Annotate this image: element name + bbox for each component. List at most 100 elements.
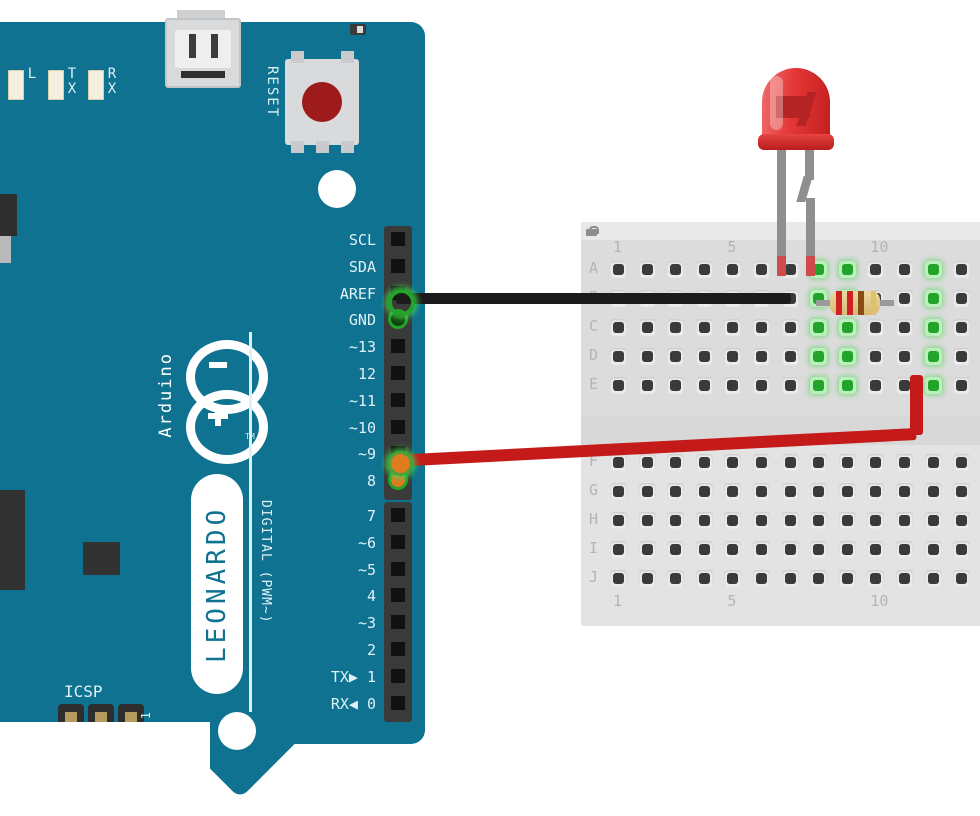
pin-hole-12[interactable] xyxy=(391,366,405,380)
breadboard-hole-g3[interactable] xyxy=(667,483,685,500)
pin-hole-sda[interactable] xyxy=(391,258,405,273)
breadboard-hole-g11[interactable] xyxy=(896,483,913,500)
breadboard-hole-j8[interactable] xyxy=(810,570,828,587)
breadboard-hole-j2[interactable] xyxy=(638,570,656,587)
breadboard-hole-c11[interactable] xyxy=(896,319,913,336)
breadboard-hole-c9[interactable] xyxy=(838,319,856,336)
breadboard-hole-g4[interactable] xyxy=(695,483,713,500)
pin-hole-3[interactable] xyxy=(391,615,405,630)
breadboard-hole-c3[interactable] xyxy=(667,319,685,336)
breadboard-hole-g5[interactable] xyxy=(724,483,742,500)
breadboard-hole-i4[interactable] xyxy=(695,541,713,558)
breadboard-hole-f8[interactable] xyxy=(810,454,828,471)
breadboard-hole-c4[interactable] xyxy=(695,319,713,336)
pin-hole-8[interactable] xyxy=(391,473,405,488)
breadboard-hole-h6[interactable] xyxy=(753,512,770,529)
ground-wire[interactable] xyxy=(396,293,791,304)
breadboard-hole-f6[interactable] xyxy=(753,454,770,471)
breadboard-hole-i6[interactable] xyxy=(753,541,770,558)
breadboard-hole-d7[interactable] xyxy=(781,348,799,365)
breadboard-hole-j13[interactable] xyxy=(953,570,971,587)
breadboard-hole-g1[interactable] xyxy=(610,483,627,500)
breadboard-hole-b12[interactable] xyxy=(924,290,942,307)
breadboard-hole-h10[interactable] xyxy=(867,512,885,529)
breadboard-hole-e12[interactable] xyxy=(924,377,942,394)
pin-hole-5[interactable] xyxy=(391,561,405,576)
breadboard-hole-h11[interactable] xyxy=(896,512,913,529)
breadboard-hole-g7[interactable] xyxy=(781,483,799,500)
pin-hole-13[interactable] xyxy=(391,339,405,354)
breadboard-hole-d4[interactable] xyxy=(695,348,713,365)
breadboard-hole-i11[interactable] xyxy=(896,541,913,558)
breadboard-hole-d2[interactable] xyxy=(638,348,656,365)
pin-hole-4[interactable] xyxy=(391,588,405,603)
signal-wire-riser[interactable] xyxy=(910,375,923,435)
breadboard-hole-e8[interactable] xyxy=(810,377,828,394)
breadboard-hole-i3[interactable] xyxy=(667,541,685,558)
breadboard-hole-f10[interactable] xyxy=(867,454,885,471)
breadboard-hole-h5[interactable] xyxy=(724,512,742,529)
breadboard-hole-d8[interactable] xyxy=(810,348,828,365)
breadboard-hole-a13[interactable] xyxy=(953,261,971,278)
breadboard-hole-e3[interactable] xyxy=(667,377,685,394)
pin-hole-rx0[interactable] xyxy=(391,695,405,710)
breadboard-hole-f4[interactable] xyxy=(695,454,713,471)
breadboard-hole-h1[interactable] xyxy=(610,512,627,529)
breadboard-hole-f5[interactable] xyxy=(724,454,742,471)
breadboard-hole-b11[interactable] xyxy=(896,290,913,307)
reset-button-cap[interactable] xyxy=(302,82,342,122)
breadboard-hole-d12[interactable] xyxy=(924,348,942,365)
red-led[interactable] xyxy=(758,68,834,158)
pin-hole-scl[interactable] xyxy=(391,232,405,246)
breadboard-hole-i12[interactable] xyxy=(924,541,942,558)
breadboard-hole-d5[interactable] xyxy=(724,348,742,365)
breadboard-hole-g6[interactable] xyxy=(753,483,770,500)
breadboard-hole-e9[interactable] xyxy=(838,377,856,394)
breadboard-hole-b13[interactable] xyxy=(953,290,971,307)
resistor-220-ohm[interactable] xyxy=(816,291,894,315)
breadboard-hole-a3[interactable] xyxy=(667,261,685,278)
breadboard-hole-c2[interactable] xyxy=(638,319,656,336)
breadboard-hole-a4[interactable] xyxy=(695,261,713,278)
breadboard-hole-i7[interactable] xyxy=(781,541,799,558)
breadboard-hole-g2[interactable] xyxy=(638,483,656,500)
breadboard-hole-j7[interactable] xyxy=(781,570,799,587)
breadboard-hole-a10[interactable] xyxy=(867,261,885,278)
breadboard-hole-c7[interactable] xyxy=(781,319,799,336)
breadboard-hole-a1[interactable] xyxy=(610,261,627,278)
breadboard-hole-f3[interactable] xyxy=(667,454,685,471)
breadboard-hole-f7[interactable] xyxy=(781,454,799,471)
breadboard-hole-d13[interactable] xyxy=(953,348,971,365)
breadboard-hole-f9[interactable] xyxy=(838,454,856,471)
breadboard-hole-c13[interactable] xyxy=(953,319,971,336)
breadboard-hole-h4[interactable] xyxy=(695,512,713,529)
breadboard-hole-c10[interactable] xyxy=(867,319,885,336)
digital-header-bottom[interactable] xyxy=(384,502,412,723)
breadboard-hole-h12[interactable] xyxy=(924,512,942,529)
breadboard-hole-j12[interactable] xyxy=(924,570,942,587)
breadboard-hole-e7[interactable] xyxy=(781,377,799,394)
breadboard-hole-g10[interactable] xyxy=(867,483,885,500)
breadboard-hole-c1[interactable] xyxy=(610,319,627,336)
breadboard-hole-e13[interactable] xyxy=(953,377,971,394)
breadboard-hole-j1[interactable] xyxy=(610,570,627,587)
breadboard-hole-g12[interactable] xyxy=(924,483,942,500)
breadboard-hole-c5[interactable] xyxy=(724,319,742,336)
lock-icon[interactable] xyxy=(586,226,599,236)
breadboard-hole-e4[interactable] xyxy=(695,377,713,394)
breadboard-hole-g9[interactable] xyxy=(838,483,856,500)
breadboard-hole-a9[interactable] xyxy=(838,261,856,278)
breadboard-hole-i2[interactable] xyxy=(638,541,656,558)
breadboard-hole-a5[interactable] xyxy=(724,261,742,278)
breadboard-hole-h9[interactable] xyxy=(838,512,856,529)
breadboard-hole-i5[interactable] xyxy=(724,541,742,558)
breadboard-hole-j11[interactable] xyxy=(896,570,913,587)
breadboard-hole-h2[interactable] xyxy=(638,512,656,529)
breadboard-hole-a11[interactable] xyxy=(896,261,913,278)
breadboard-hole-j4[interactable] xyxy=(695,570,713,587)
breadboard-hole-g8[interactable] xyxy=(810,483,828,500)
breadboard-hole-i13[interactable] xyxy=(953,541,971,558)
breadboard-hole-h8[interactable] xyxy=(810,512,828,529)
pin-hole-6[interactable] xyxy=(391,534,405,549)
breadboard-hole-i1[interactable] xyxy=(610,541,627,558)
